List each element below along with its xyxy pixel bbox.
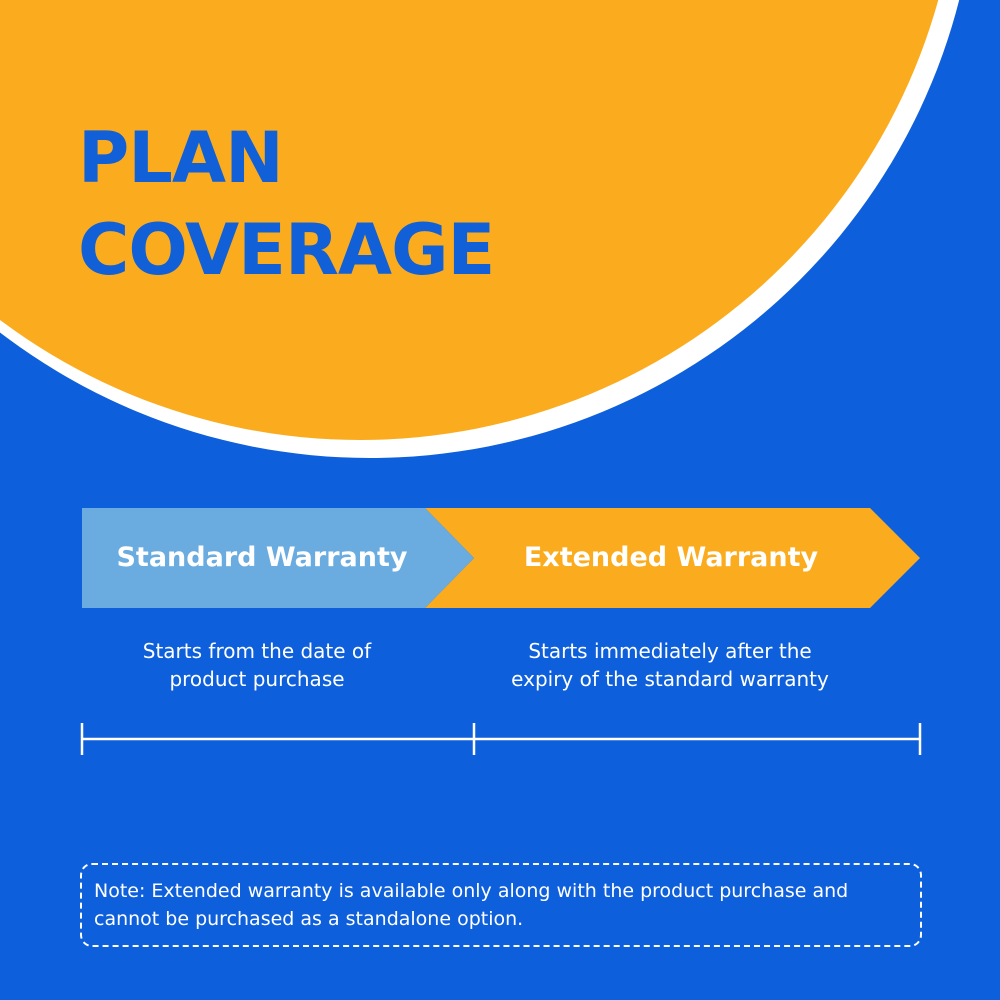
standard-warranty-label: Standard Warranty <box>116 542 408 573</box>
title-line-1: PLAN <box>78 117 284 199</box>
standard-description-line-1: Starts from the date of <box>142 639 372 663</box>
standard-warranty-description: Starts from the date of product purchase <box>82 637 432 693</box>
extended-warranty-description: Starts immediately after the expiry of t… <box>480 637 860 693</box>
extended-warranty-label: Extended Warranty <box>523 542 819 573</box>
standard-warranty-arrow <box>82 508 474 608</box>
extended-description-line-1: Starts immediately after the <box>528 639 812 663</box>
note-box: Note: Extended warranty is available onl… <box>80 863 922 947</box>
orange-circle <box>0 0 939 440</box>
extended-warranty-arrow <box>425 508 920 608</box>
standard-description-line-2: product purchase <box>169 667 345 691</box>
page-title: PLAN COVERAGE <box>78 112 495 296</box>
extended-description-line-2: expiry of the standard warranty <box>511 667 829 691</box>
title-line-2: COVERAGE <box>78 209 495 291</box>
